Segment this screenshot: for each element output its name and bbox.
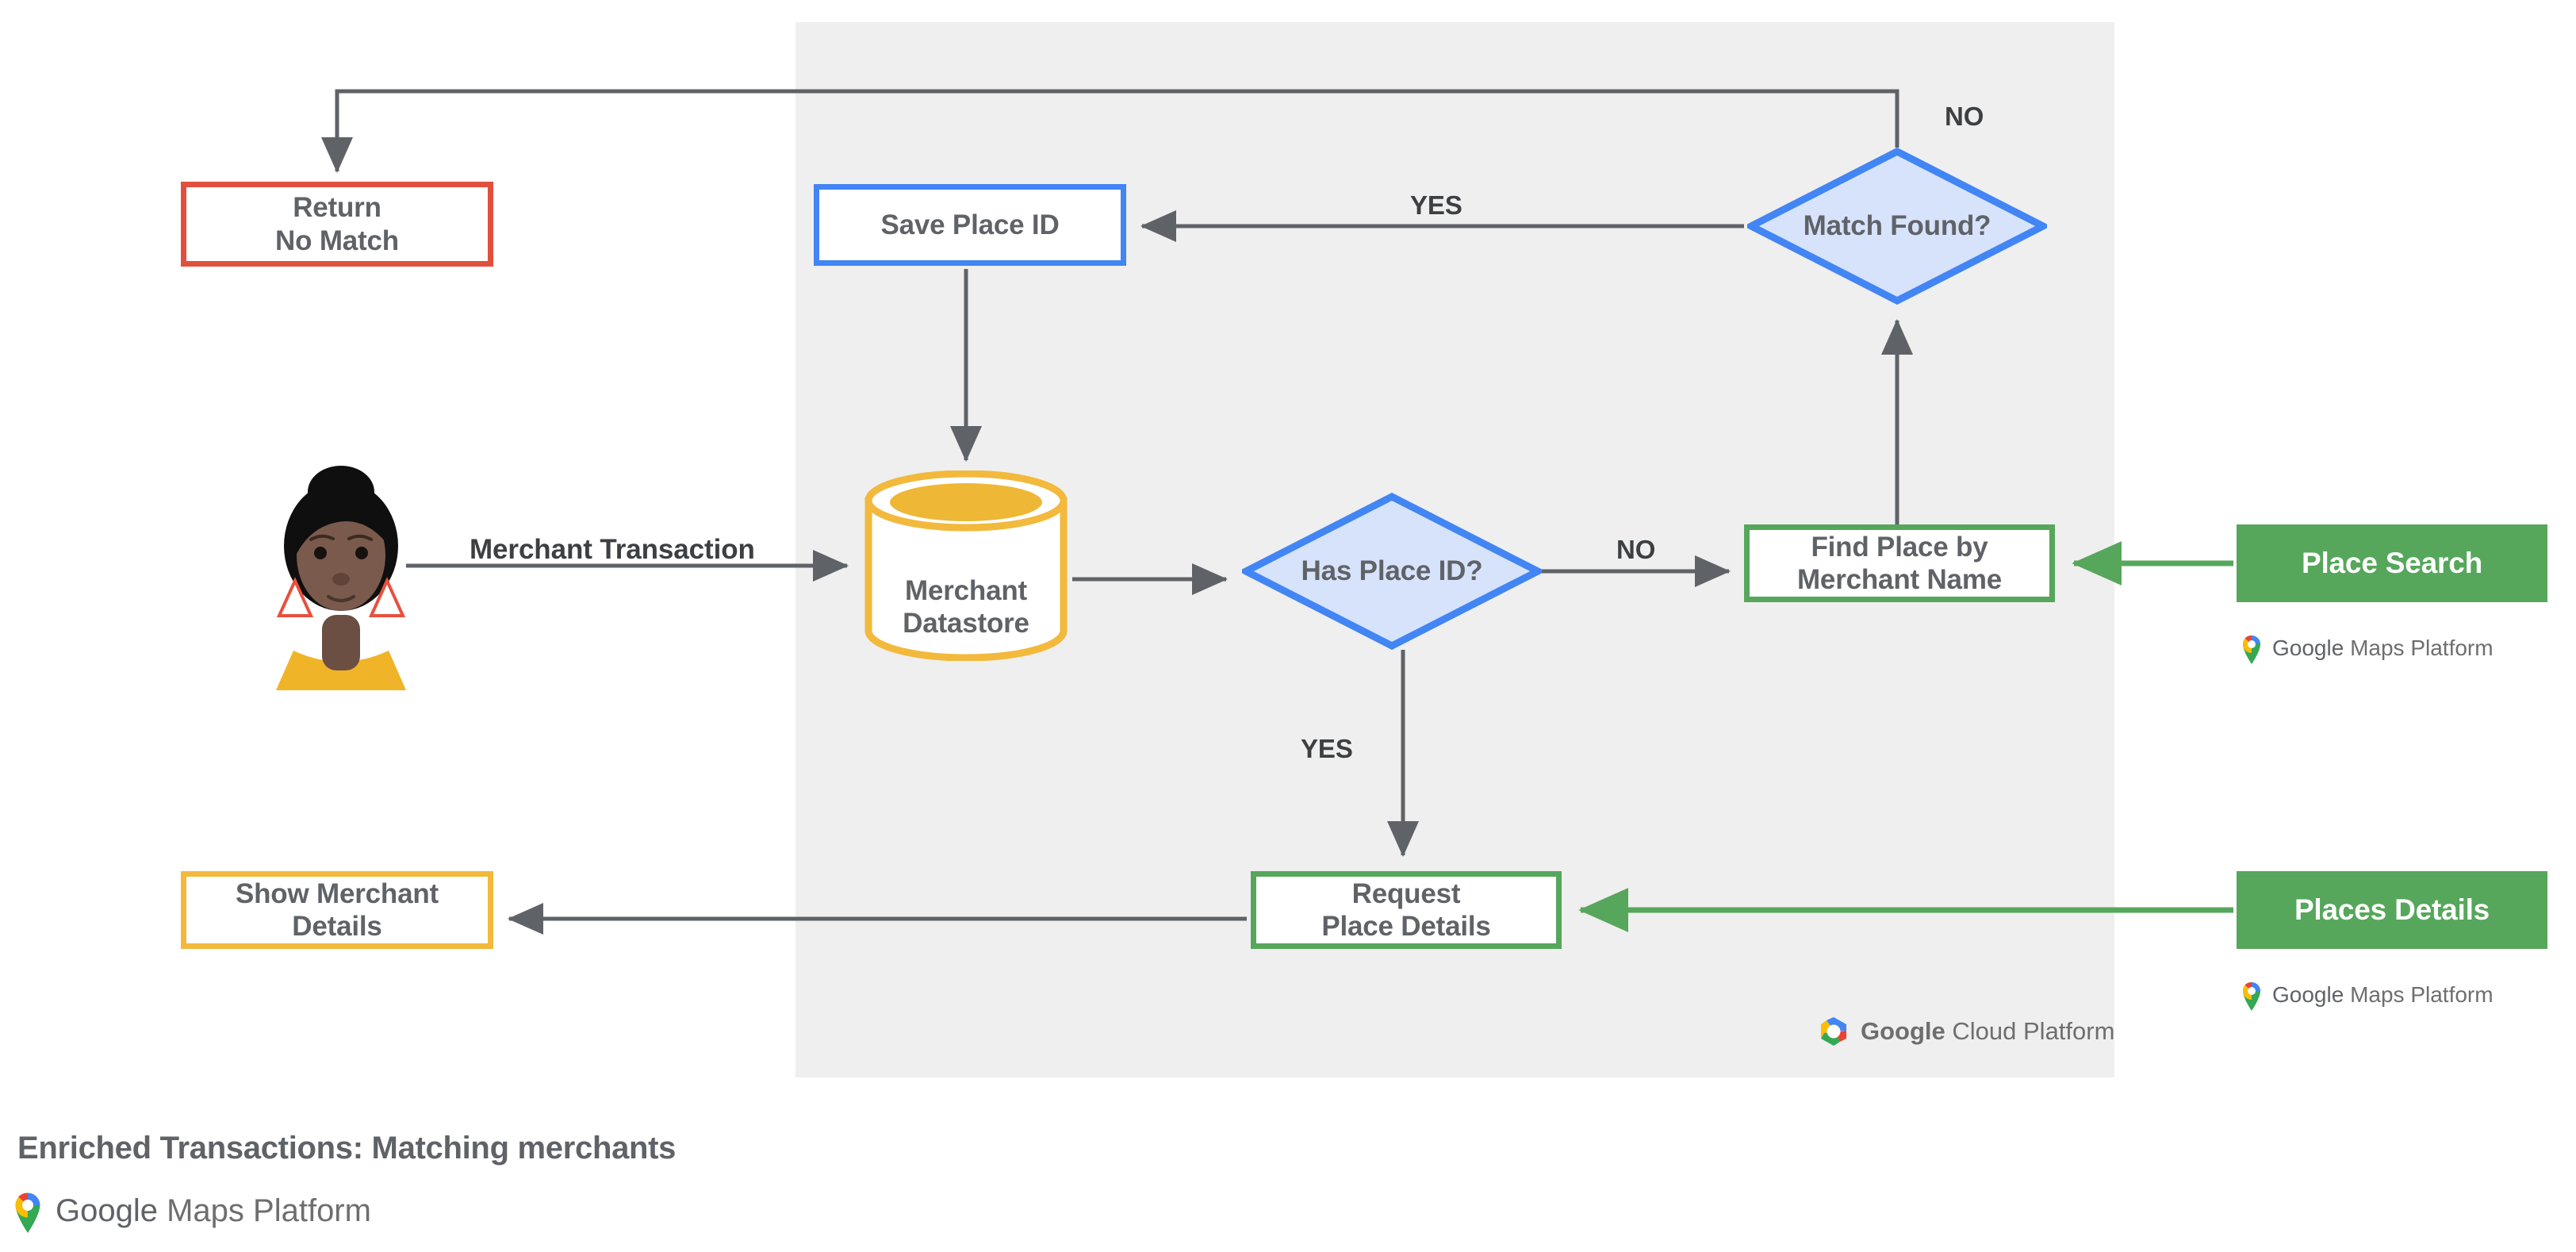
save-place-id-line1: Save Place ID	[880, 209, 1060, 240]
place-search-api-chip[interactable]: Place Search	[2237, 524, 2547, 602]
gmp-google-word: Google	[2272, 982, 2344, 1007]
show-merchant-details-node[interactable]: Show Merchant Details	[181, 871, 493, 949]
return-no-match-node[interactable]: Return No Match	[181, 182, 493, 267]
google-maps-platform-lockup-places-details: Google Maps Platform	[2240, 979, 2494, 1011]
show-merchant-details-line2: Details	[292, 911, 382, 942]
request-place-details-line2: Place Details	[1321, 911, 1491, 942]
place-search-label: Place Search	[2302, 547, 2482, 579]
customer-avatar	[276, 466, 406, 690]
return-no-match-line2: No Match	[275, 225, 399, 256]
gmp-rest-word: Maps Platform	[2344, 636, 2494, 660]
request-place-details-line1: Request	[1351, 878, 1461, 909]
request-place-details-node[interactable]: Request Place Details	[1251, 871, 1562, 949]
google-maps-platform-text: Google Maps Platform	[56, 1193, 371, 1229]
save-place-id-node[interactable]: Save Place ID	[814, 184, 1126, 266]
google-maps-pin-icon	[15, 1192, 40, 1233]
google-cloud-platform-lockup: Google Cloud Platform	[1816, 1016, 2114, 1047]
edge-match-found-no	[321, 89, 1899, 173]
google-maps-pin-icon	[2243, 981, 2260, 1011]
edge-label-no-has-place-id: NO	[1616, 535, 1656, 564]
google-maps-pin-icon	[2243, 635, 2260, 664]
gcp-google-word: Google	[1861, 1017, 1945, 1045]
match-found-decision[interactable]: Match Found?	[1743, 147, 2051, 305]
google-maps-platform-text: Google Maps Platform	[2272, 636, 2494, 661]
find-place-line1: Find Place by	[1811, 531, 1988, 563]
google-maps-platform-lockup-place-search: Google Maps Platform	[2240, 632, 2494, 664]
find-place-line2: Merchant Name	[1796, 564, 2003, 595]
edge-label-yes-has-place-id: YES	[1301, 734, 1353, 763]
gcp-rest-word: Cloud Platform	[1945, 1017, 2115, 1045]
google-maps-platform-text: Google Maps Platform	[2272, 982, 2494, 1008]
has-place-id-decision[interactable]: Has Place ID?	[1238, 492, 1546, 651]
gmp-google-word: Google	[2272, 636, 2344, 660]
merchant-datastore-node[interactable]: Merchant Datastore	[863, 470, 1069, 662]
return-no-match-line1: Return	[293, 192, 381, 224]
edge-label-no-match-found: NO	[1945, 102, 1984, 131]
edge-label-merchant-transaction: Merchant Transaction	[470, 534, 755, 565]
gmp-rest-word: Maps Platform	[157, 1192, 371, 1228]
gmp-rest-word: Maps Platform	[2344, 982, 2494, 1007]
places-details-api-chip[interactable]: Places Details	[2237, 871, 2547, 949]
edge-label-yes-match-found: YES	[1410, 190, 1462, 220]
google-cloud-hexagon-icon	[1821, 1017, 1846, 1046]
diagram-title: Enriched Transactions: Matching merchant…	[17, 1131, 677, 1166]
show-merchant-details-line1: Show Merchant	[235, 878, 439, 909]
find-place-by-merchant-name-node[interactable]: Find Place by Merchant Name	[1744, 524, 2055, 602]
google-maps-platform-lockup-footer: Google Maps Platform	[11, 1189, 371, 1233]
google-cloud-platform-text: Google Cloud Platform	[1861, 1017, 2114, 1046]
gmp-google-word: Google	[56, 1192, 158, 1228]
places-details-label: Places Details	[2294, 893, 2490, 926]
